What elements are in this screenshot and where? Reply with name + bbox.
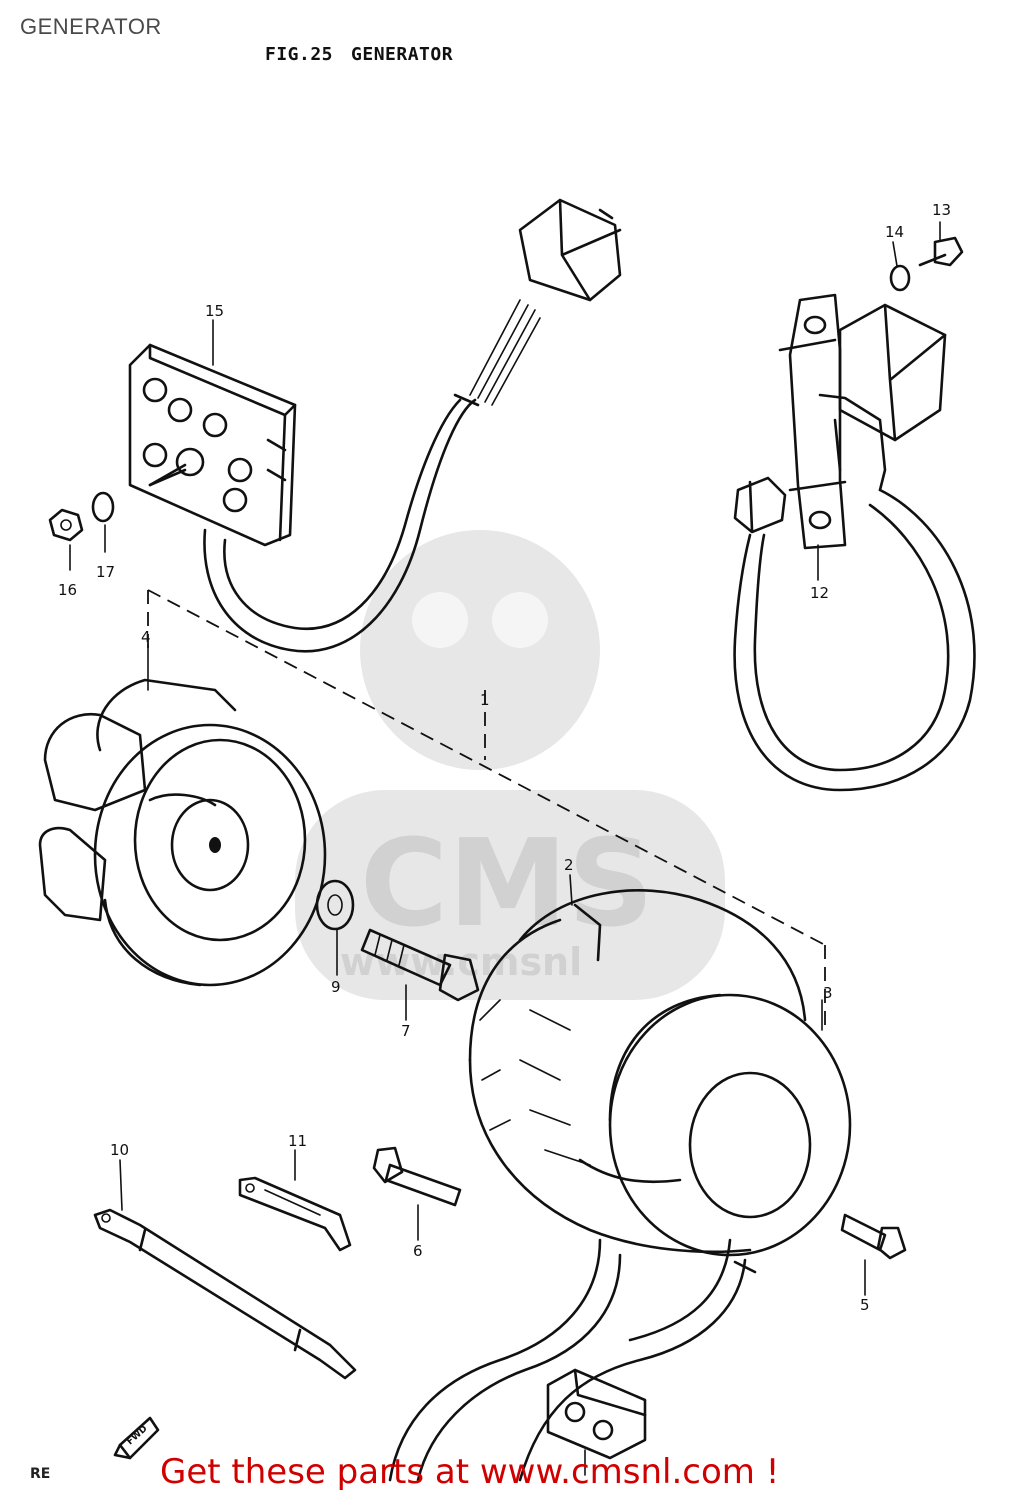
cmsnl-link[interactable]: Get these parts at www.cmsnl.com ! [160,1452,780,1492]
callout-11: 11 [288,1132,307,1150]
watermark-logo-text: CMS [360,815,654,954]
callout-5: 5 [860,1296,870,1314]
stator-assembly [468,889,852,1257]
watermark-url-text: www.cmsnl [340,940,582,984]
nut-and-washer [48,491,115,571]
callout-1: 1 [480,691,490,709]
figure-title: FIG.25 GENERATOR [265,44,471,65]
callout-14: 14 [885,223,904,241]
screw-and-lockwasher [889,221,964,292]
callout-3: 3 [823,984,833,1002]
figure-caption: GENERATOR [351,44,454,65]
rotor-bolt [360,928,480,1002]
washer [315,879,355,931]
stator-screw [840,1213,907,1296]
pickup-screw [372,1146,462,1241]
connector-cap [546,1368,647,1476]
callout-13: 13 [932,201,951,219]
callout-4: 4 [141,628,151,646]
callout-numbers: 15 13 14 12 16 17 4 2 3 9 7 10 11 6 5 1 [58,201,951,1314]
ground-lead [93,1159,357,1380]
callout-17: 17 [96,563,115,581]
callout-7: 7 [401,1022,411,1040]
callout-leaders [147,319,823,1031]
wire-clamp [238,1149,352,1252]
cms-watermark: CMS www.cmsnl [295,530,725,1000]
stator-harness [388,1238,757,1482]
callout-9: 9 [331,978,341,996]
callout-2: 2 [564,856,574,874]
figure-number: FIG.25 [265,44,334,65]
rectifier-unit [128,343,297,547]
rectifier-stud [148,468,187,487]
watermark-logo-badge [295,790,725,1000]
callout-10: 10 [110,1141,129,1159]
drawing-reference: RE [30,1466,51,1482]
callout-16: 16 [58,581,77,599]
callout-6: 6 [413,1242,423,1260]
assembly-guide-lines [147,589,826,1030]
page-title: GENERATOR [20,14,162,39]
regulator-relay [733,293,976,792]
rectifier-harness [203,198,622,653]
rotor [38,678,327,987]
forward-arrow-icon: FWD [113,1416,160,1460]
callout-12: 12 [810,584,829,602]
callout-15: 15 [205,302,224,320]
watermark-mascot-head [360,530,600,770]
